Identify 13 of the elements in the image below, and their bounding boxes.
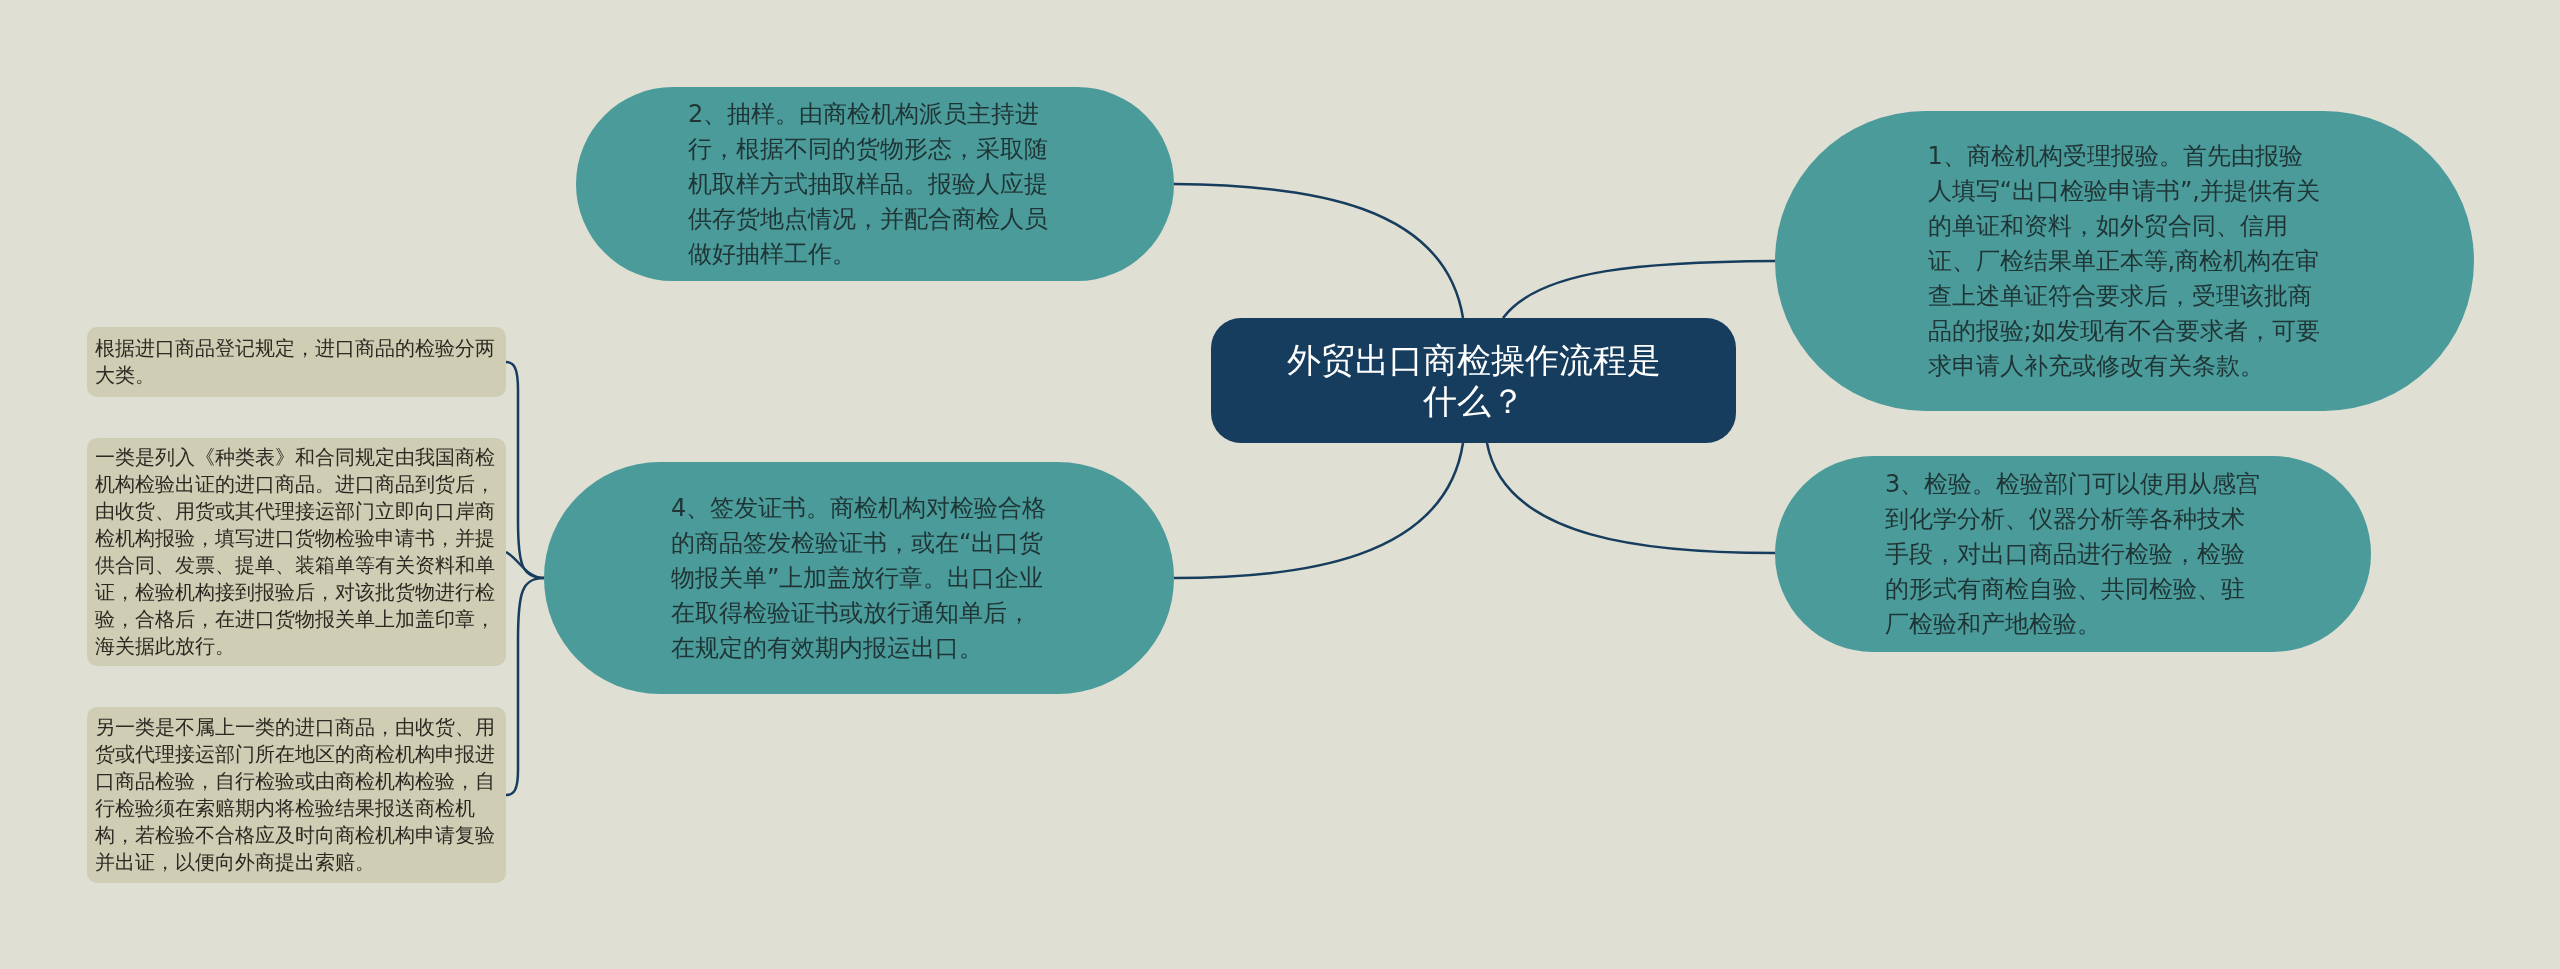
- connector-line: [1502, 259, 1775, 319]
- note-card: 一类是列入《种类表》和合同规定由我国商检机构检验出证的进口商品。进口商品到货后，由收货、用货或其代理接运部门立即向口岸商检机构报验，填写进口货物检验申请书，并提供合同、发票、提单、装箱单等有关资料和单证，检验机构接到报验后，对该批货物进行检验，合格后，在进口货物报关单上加盖印章，海关据此放行。: [87, 438, 506, 666]
- connector-line: [1174, 442, 1465, 580]
- note-card: 根据进口商品登记规定，进口商品的检验分两大类。: [87, 327, 506, 397]
- connector-line: [505, 576, 545, 797]
- central-topic-box: 外贸出口商检操作流程是什么？: [1211, 318, 1736, 443]
- topic-bubble: 3、检验。检验部门可以使用从感宫到化学分析、仪器分析等各种技术手段，对出口商品进行检验，检验的形式有商检自验、共同检验、驻厂检验和产地检验。: [1775, 456, 2371, 652]
- topic-bubble: 2、抽样。由商检机构派员主持进行，根据不同的货物形态，采取随机取样方式抽取样品。报验人应提供存货地点情况，并配合商检人员做好抽样工作。: [576, 87, 1174, 281]
- connector-line: [1173, 182, 1465, 319]
- topic-bubble: 4、签发证书。商检机构对检验合格的商品签发检验证书，或在“出口货物报关单”上加盖放行章。出口企业在取得检验证书或放行通知单后，在规定的有效期内报运出口。: [544, 462, 1174, 694]
- connector-line: [1485, 442, 1775, 555]
- note-card: 另一类是不属上一类的进口商品，由收货、用货或代理接运部门所在地区的商检机构申报进口商品检验，自行检验或由商检机构检验，自行检验须在索赔期内将检验结果报送商检机构，若检验不合格应及时向商检机构申请复验并出证，以便向外商提出索赔。: [87, 707, 506, 883]
- topic-bubble: 1、商检机构受理报验。首先由报验人填写“出口检验申请书”,并提供有关的单证和资料，如外贸合同、信用证、厂检结果单正本等,商检机构在审查上述单证符合要求后，受理该批商品的报验;如发现有不合要求者，可要求申请人补充或修改有关条款。: [1775, 111, 2474, 411]
